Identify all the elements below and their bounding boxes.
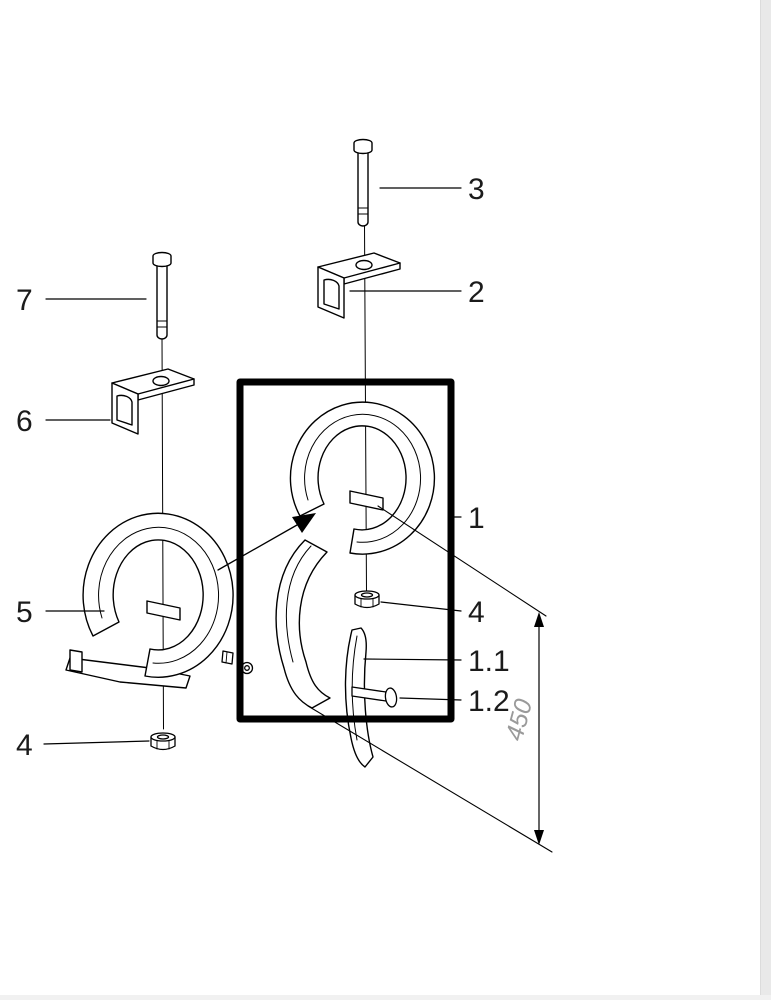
- tine-coil-edge-line: [304, 413, 422, 543]
- arrow-head: [292, 513, 316, 533]
- tine-foot-hook: [69, 649, 83, 673]
- part-nut-right: [354, 590, 380, 609]
- tine-shank-band: [275, 539, 331, 709]
- dimension-arrow-down: [534, 830, 544, 845]
- part-label-6: 6: [16, 405, 33, 438]
- dimension-450: 450: [307, 505, 553, 853]
- callout-labels: 3 2 7 6 5 4 1 4 1.1 1.2: [16, 173, 510, 762]
- bolt-shaft: [357, 149, 369, 227]
- blade-ridge-line: [351, 635, 358, 741]
- leader-4-right: [380, 601, 462, 612]
- nut-hole: [156, 734, 170, 740]
- part-blade-bolt: [221, 650, 398, 708]
- bolt-head: [353, 138, 373, 155]
- part-bolt-top: [353, 138, 373, 227]
- tine-coil-edge-line: [98, 526, 219, 664]
- part-label-1-2: 1.2: [468, 685, 510, 718]
- arrow-line: [217, 524, 298, 571]
- bolt-head: [384, 687, 398, 708]
- tine-bolt-slot: [146, 600, 181, 621]
- part-bolt-left: [152, 251, 172, 340]
- part-label-2: 2: [468, 276, 485, 309]
- part-label-5: 5: [16, 596, 33, 629]
- dimension-arrow-up: [534, 612, 544, 627]
- tine-coil-band: [289, 401, 436, 555]
- clamp-d-cutout: [116, 394, 133, 426]
- washer-hole: [244, 665, 250, 671]
- part-clamp-left: [111, 368, 195, 435]
- part-label-3: 3: [468, 173, 485, 206]
- part-label-4-right: 4: [468, 596, 485, 629]
- leader-4-left: [43, 740, 150, 745]
- bolt-shaft: [156, 262, 168, 340]
- assembly-direction-arrow: [217, 513, 316, 571]
- dimension-extension-top: [377, 505, 547, 617]
- clamp-d-cutout: [323, 278, 340, 310]
- part-label-1-1: 1.1: [468, 645, 510, 678]
- tine-coil-band: [82, 512, 234, 678]
- callout-leader-lines: [43, 187, 462, 745]
- leader-1-1: [363, 658, 462, 661]
- clamp-hole: [355, 259, 373, 271]
- part-label-7: 7: [16, 284, 33, 317]
- nut-hole: [360, 592, 374, 598]
- part-label-4-left: 4: [16, 729, 33, 762]
- highlight-box: [236, 378, 455, 723]
- part-nut-left: [150, 732, 176, 751]
- bolt-head: [152, 251, 172, 268]
- part-label-1: 1: [468, 502, 485, 535]
- small-nut: [221, 650, 234, 665]
- dimension-extension-bottom: [307, 705, 553, 853]
- part-spring-tine-left: [65, 512, 234, 689]
- clamp-hole: [152, 375, 170, 387]
- tine-bolt-slot: [349, 490, 384, 511]
- tine-shank-edge-line: [285, 545, 312, 663]
- scan-edge-artifact-right: [760, 0, 771, 1000]
- part-tine-assembly: [275, 401, 436, 709]
- leader-1-2: [399, 697, 462, 701]
- part-clamp-right: [317, 252, 401, 319]
- small-nut-facet: [225, 651, 228, 664]
- scan-edge-artifact-bottom: [0, 995, 771, 1000]
